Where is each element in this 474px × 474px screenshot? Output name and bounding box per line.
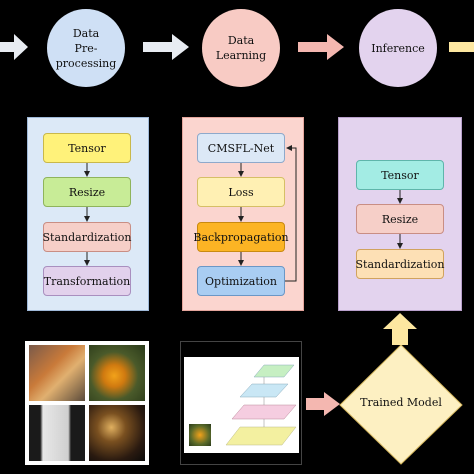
sample-image-2 <box>89 345 145 401</box>
stage-learning: Data Learning <box>202 9 280 87</box>
learning-step-backpropagation: Backpropagation <box>193 222 289 252</box>
entry-arrow <box>0 34 28 60</box>
trained-model-label: Trained Model <box>360 396 442 409</box>
arrow-preprocessing-to-learning <box>143 34 189 60</box>
model-to-trained-arrow <box>306 392 340 416</box>
layer-4 <box>225 426 297 446</box>
learning-step-cmsfl-net: CMSFL-Net <box>197 133 285 163</box>
trained-model-diamond <box>339 345 463 465</box>
learning-step-loss: Loss <box>197 177 285 207</box>
layer-3 <box>231 404 297 420</box>
diamond-to-inference-arrow <box>383 313 417 345</box>
exit-arrow <box>449 42 474 52</box>
inference-step-resize: Resize <box>356 204 444 234</box>
learning-step-optimization: Optimization <box>197 266 285 296</box>
input-sample-thumbnail <box>189 424 211 446</box>
arrow-learning-to-inference <box>298 34 344 60</box>
learning-feedback-loop <box>285 145 297 282</box>
preproc-step-transformation: Transformation <box>43 266 131 296</box>
inference-step-tensor: Tensor <box>356 160 444 190</box>
model-architecture-diagram <box>225 364 297 446</box>
preproc-step-resize: Resize <box>43 177 131 207</box>
sample-image-1 <box>29 345 85 401</box>
layer-1 <box>253 364 295 378</box>
sample-image-3 <box>29 405 85 461</box>
preproc-step-tensor: Tensor <box>43 133 131 163</box>
sample-image-4 <box>89 405 145 461</box>
stage-preprocessing: Data Pre-processing <box>47 9 125 87</box>
inference-step-standardization: Standardization <box>356 249 445 279</box>
top-row-arrows <box>0 34 474 60</box>
stage-inference: Inference <box>359 9 437 87</box>
preproc-step-standardization: Standardization <box>43 222 132 252</box>
layer-2 <box>239 383 289 398</box>
